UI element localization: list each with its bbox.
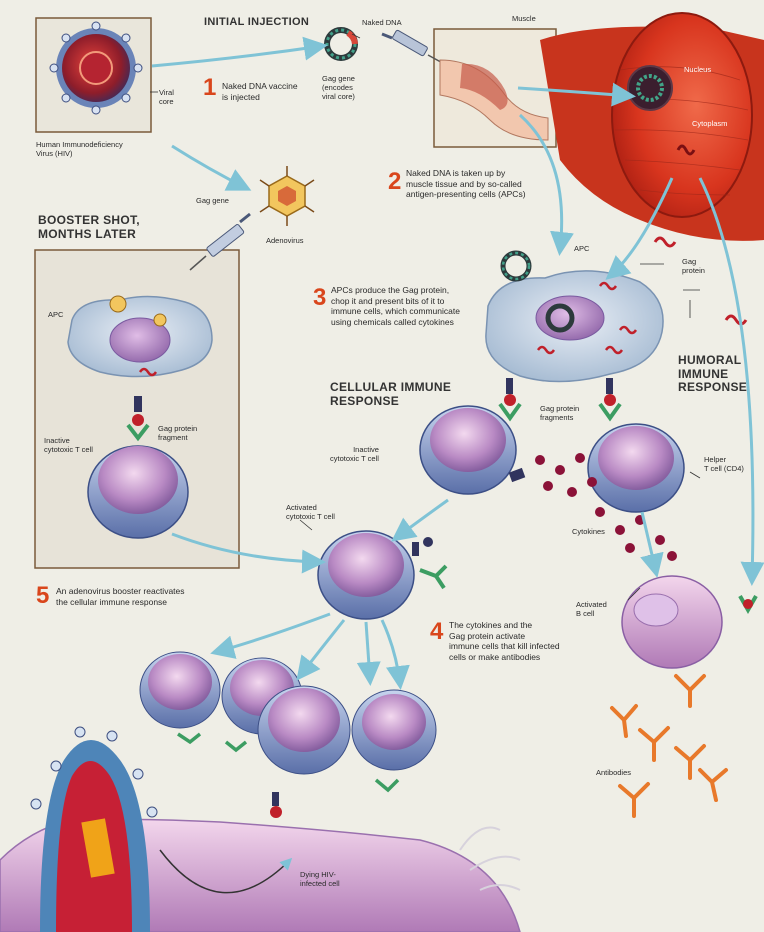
label-antibodies: Antibodies: [596, 768, 631, 777]
step-5-text: An adenovirus booster reactivates the ce…: [56, 586, 185, 607]
adenovirus: [260, 166, 314, 226]
label-muscle: Muscle: [512, 14, 536, 23]
label-helper-t-cell: Helper T cell (CD4): [704, 455, 744, 473]
label-inactive-ctl-main: Inactive cytotoxic T cell: [330, 445, 379, 463]
label-dying-cell: Dying HIV- infected cell: [300, 870, 340, 888]
label-activated-ctl: Activated cytotoxic T cell: [286, 503, 335, 521]
label-gag-gene-adeno: Gag gene: [196, 196, 229, 205]
label-hiv: Human Immunodeficiency Virus (HIV): [36, 140, 123, 158]
hiv-virus: [50, 22, 142, 114]
step-4-number: 4: [430, 620, 443, 644]
label-activated-b-cell: Activated B cell: [576, 600, 607, 618]
label-gag-fragments: Gag protein fragments: [540, 404, 579, 422]
step-1-text: Naked DNA vaccine is injected: [222, 81, 298, 102]
label-cytokines: Cytokines: [572, 527, 605, 536]
label-inactive-ctl-booster: Inactive cytotoxic T cell: [44, 436, 93, 454]
heading-humoral-response: HUMORAL IMMUNE RESPONSE: [678, 354, 747, 395]
heading-booster-shot: BOOSTER SHOT, MONTHS LATER: [38, 214, 140, 241]
heading-initial-injection: INITIAL INJECTION: [204, 16, 309, 30]
step-2-number: 2: [388, 170, 401, 194]
label-viral-core: Viral core: [159, 88, 174, 106]
step-1-number: 1: [203, 76, 216, 100]
heading-cellular-response: CELLULAR IMMUNE RESPONSE: [330, 381, 451, 408]
step-3-number: 3: [313, 286, 326, 310]
step-3-text: APCs produce the Gag protein, chop it an…: [331, 285, 460, 327]
label-apc-main: APC: [574, 244, 589, 253]
antibodies: [612, 676, 726, 816]
label-naked-dna: Naked DNA: [362, 18, 402, 27]
muscle-tissue: [540, 13, 764, 241]
label-gag-fragment-booster: Gag protein fragment: [158, 424, 197, 442]
t-cell-cluster: [140, 652, 436, 818]
t-cell-booster: [88, 446, 188, 538]
dying-infected-cell: [0, 727, 520, 932]
label-gag-protein: Gag protein: [682, 257, 705, 275]
step-4-text: The cytokines and the Gag protein activa…: [449, 620, 560, 662]
naked-dna-plasmid: [327, 30, 355, 58]
step-5-number: 5: [36, 584, 49, 608]
helper-t-cell: [588, 424, 684, 512]
label-cytoplasm: Cytoplasm: [692, 119, 727, 128]
step-2-text: Naked DNA is taken up by muscle tissue a…: [406, 168, 526, 200]
label-adenovirus: Adenovirus: [266, 236, 304, 245]
label-apc-booster: APC: [48, 310, 63, 319]
label-gag-gene-top: Gag gene (encodes viral core): [322, 74, 355, 101]
label-nucleus: Nucleus: [684, 65, 711, 74]
t-cell-activated: [318, 531, 446, 619]
b-cell-activated: [622, 576, 756, 668]
apc-main-cell: [486, 253, 663, 418]
